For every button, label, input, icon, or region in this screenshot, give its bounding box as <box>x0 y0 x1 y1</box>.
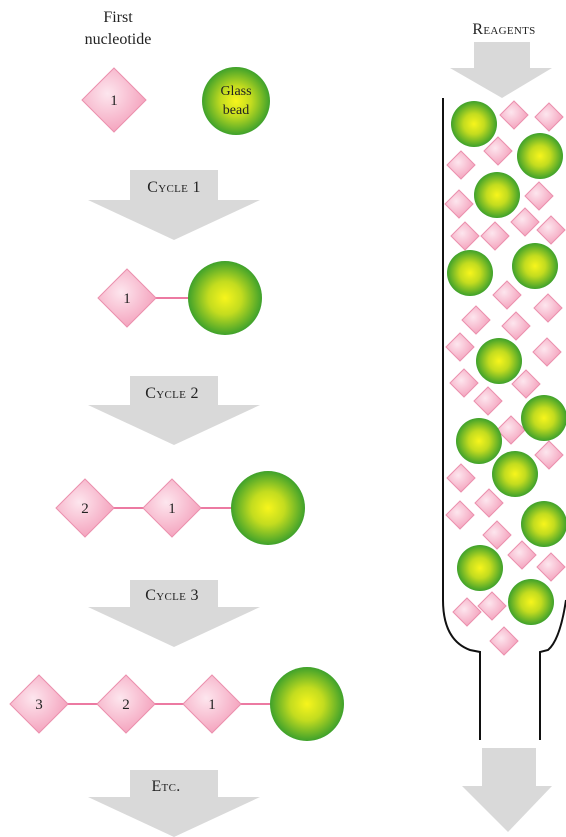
reagents-inflow: Reagents <box>450 21 552 98</box>
cycle-3-chain: 3 2 1 <box>9 667 344 741</box>
column-packing <box>444 100 566 656</box>
packed-nucleotide-diamond <box>446 150 476 180</box>
packed-glass-bead <box>476 338 522 384</box>
packed-nucleotide-diamond <box>536 552 566 582</box>
cycle-1-chain: 1 <box>97 261 262 335</box>
first-nucleotide-label-line2: nucleotide <box>85 31 152 48</box>
nucleotide-number: 3 <box>35 697 43 713</box>
packed-nucleotide-diamond <box>446 463 476 493</box>
first-nucleotide-number: 1 <box>110 93 118 109</box>
cycle-3-arrow <box>88 580 260 647</box>
cycle-1-arrow <box>88 170 260 240</box>
cycle-2-step: Cycle 2 <box>88 376 260 445</box>
nucleotide-number: 1 <box>168 501 176 517</box>
reagents-label: Reagents <box>472 21 535 38</box>
packed-nucleotide-diamond <box>483 136 513 166</box>
packed-nucleotide-diamond <box>534 102 564 132</box>
column-wall-left <box>442 98 481 740</box>
reagents-arrow <box>450 42 552 98</box>
etc-arrow <box>88 770 260 837</box>
packed-glass-bead <box>492 451 538 497</box>
packed-nucleotide-diamond <box>524 181 554 211</box>
column-wall-right <box>539 599 566 740</box>
packed-glass-bead <box>451 101 497 147</box>
packed-nucleotide-diamond <box>461 305 491 335</box>
first-nucleotide-label-line1: First <box>103 9 133 26</box>
packed-nucleotide-diamond <box>507 540 537 570</box>
packed-glass-bead <box>521 395 566 441</box>
packed-nucleotide-diamond <box>444 189 474 219</box>
cycle-1-label: Cycle 1 <box>147 179 201 196</box>
packed-nucleotide-diamond <box>499 100 529 130</box>
nucleotide-number: 2 <box>122 697 130 713</box>
cycle-2-arrow <box>88 376 260 445</box>
packed-nucleotide-diamond <box>480 221 510 251</box>
etc-step: Etc. <box>88 770 260 837</box>
packed-glass-bead <box>517 133 563 179</box>
packed-glass-bead <box>474 172 520 218</box>
packed-nucleotide-diamond <box>534 440 564 470</box>
packed-nucleotide-diamond <box>533 293 563 323</box>
packed-glass-bead <box>456 418 502 464</box>
packed-nucleotide-diamond <box>501 311 531 341</box>
etc-label: Etc. <box>151 778 180 795</box>
packed-nucleotide-diamond <box>473 386 503 416</box>
cycle-3-label: Cycle 3 <box>145 587 199 604</box>
packed-nucleotide-diamond <box>474 488 504 518</box>
glass-bead <box>231 471 305 545</box>
outflow-arrow <box>462 748 552 832</box>
packed-nucleotide-diamond <box>489 626 519 656</box>
synthesis-column <box>442 98 566 740</box>
packed-nucleotide-diamond <box>450 221 480 251</box>
nucleotide-diamond <box>96 674 156 734</box>
packed-nucleotide-diamond <box>510 207 540 237</box>
cycle-2-label: Cycle 2 <box>145 385 199 402</box>
packed-nucleotide-diamond <box>511 369 541 399</box>
cycle-1-step: Cycle 1 <box>88 170 260 240</box>
packed-nucleotide-diamond <box>445 332 475 362</box>
glass-bead-group: Glass bead <box>202 67 270 135</box>
packed-nucleotide-diamond <box>532 337 562 367</box>
cycle-3-step: Cycle 3 <box>88 580 260 647</box>
glass-bead <box>188 261 262 335</box>
nucleotide-diamond <box>97 268 157 328</box>
first-nucleotide-group: First nucleotide 1 <box>81 9 152 133</box>
nucleotide-diamond <box>182 674 242 734</box>
packed-nucleotide-diamond <box>536 215 566 245</box>
packed-nucleotide-diamond <box>492 280 522 310</box>
nucleotide-diamond <box>9 674 69 734</box>
glass-bead <box>202 67 270 135</box>
glass-bead <box>270 667 344 741</box>
packed-glass-bead <box>521 501 566 547</box>
glass-bead-label-line1: Glass <box>220 84 251 99</box>
first-nucleotide-diamond <box>81 67 147 133</box>
cycle-2-chain: 2 1 <box>55 471 305 545</box>
nucleotide-number: 2 <box>81 501 89 517</box>
packed-glass-bead <box>512 243 558 289</box>
packed-glass-bead <box>508 579 554 625</box>
nucleotide-diamond <box>142 478 202 538</box>
effluent-outflow <box>462 748 552 832</box>
packed-nucleotide-diamond <box>449 368 479 398</box>
glass-bead-label-line2: bead <box>223 103 249 118</box>
nucleotide-number: 1 <box>208 697 216 713</box>
packed-nucleotide-diamond <box>452 597 482 627</box>
packed-nucleotide-diamond <box>477 591 507 621</box>
packed-nucleotide-diamond <box>496 415 526 445</box>
packed-glass-bead <box>457 545 503 591</box>
packed-glass-bead <box>447 250 493 296</box>
nucleotide-number: 1 <box>123 291 131 307</box>
packed-nucleotide-diamond <box>445 500 475 530</box>
packed-nucleotide-diamond <box>482 520 512 550</box>
nucleotide-diamond <box>55 478 115 538</box>
